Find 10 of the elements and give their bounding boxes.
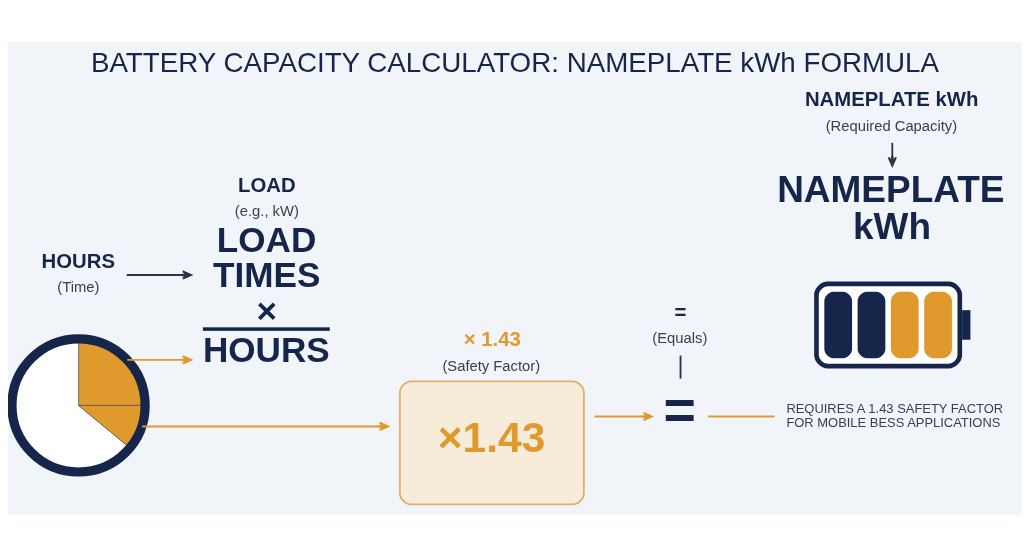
node-text: = (Equals)	[652, 301, 708, 347]
node-text: =	[663, 379, 696, 442]
node-text: REQUIRES A 1.43 SAFETY FACTOR FOR MOBILE BESS APPLICATIONS	[786, 401, 1004, 430]
diagram-title: BATTERY CAPACITY CALCULATOR: NAMEPLATE kWh FORMULA	[90, 46, 940, 78]
node-text: NAMEPLATE kWh (Required Capacity)	[804, 88, 979, 134]
node-label: × 1.43	[463, 327, 521, 350]
node-text: NAMEPLATE kWh	[777, 168, 1005, 247]
node-text: HOURS (Time)	[41, 250, 115, 296]
node-text: LOAD (e.g., kW) LOAD TIMES × HOURS	[202, 174, 330, 370]
node-label: (Safety Factor)	[442, 358, 541, 375]
